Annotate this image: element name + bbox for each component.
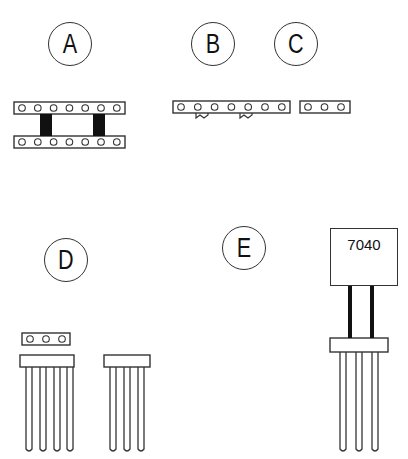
socket-hole bbox=[35, 139, 42, 146]
header-body bbox=[330, 338, 388, 352]
socket-hole bbox=[98, 139, 105, 146]
letter-circle: A bbox=[48, 22, 92, 66]
socket-hole bbox=[338, 104, 345, 111]
socket-hole bbox=[245, 104, 252, 111]
part-letter: C bbox=[288, 31, 304, 58]
component-lead bbox=[370, 286, 374, 338]
socket-hole bbox=[262, 104, 269, 111]
socket-hole bbox=[114, 105, 121, 112]
socket-hole bbox=[279, 104, 286, 111]
header-pin bbox=[340, 352, 346, 451]
socket-hole bbox=[114, 139, 121, 146]
break-notch bbox=[196, 113, 252, 118]
header-body bbox=[104, 355, 150, 367]
socket-hole bbox=[19, 139, 26, 146]
header-pin bbox=[67, 367, 73, 451]
socket-strip bbox=[14, 102, 125, 114]
part-number: 7040 bbox=[347, 237, 380, 252]
socket-hole bbox=[195, 104, 202, 111]
part-letter: E bbox=[237, 235, 251, 262]
socket-strip bbox=[300, 101, 350, 113]
socket-strip bbox=[22, 333, 70, 345]
socket-hole bbox=[19, 105, 26, 112]
part-letter: A bbox=[63, 31, 77, 58]
letter-circle: C bbox=[274, 22, 318, 66]
socket-hole bbox=[66, 139, 73, 146]
header-pin bbox=[110, 367, 116, 451]
header-pin bbox=[356, 352, 362, 451]
jumper-bar bbox=[93, 114, 105, 136]
socket-hole bbox=[211, 104, 218, 111]
socket-hole bbox=[98, 105, 105, 112]
header-pin bbox=[138, 367, 144, 451]
letter-circle: E bbox=[222, 226, 266, 270]
letter-circle: D bbox=[44, 238, 88, 282]
component-lead bbox=[348, 286, 352, 338]
socket-hole bbox=[50, 105, 57, 112]
header-pin bbox=[372, 352, 378, 451]
jumper-bar bbox=[40, 114, 52, 136]
socket-hole bbox=[305, 104, 312, 111]
socket-hole bbox=[27, 336, 34, 343]
header-pin bbox=[124, 367, 130, 451]
letter-circle: B bbox=[191, 22, 235, 66]
header-body bbox=[20, 355, 74, 367]
socket-hole bbox=[59, 336, 66, 343]
part-letter: B bbox=[206, 31, 220, 58]
socket-hole bbox=[178, 104, 185, 111]
part-letter: D bbox=[58, 247, 74, 274]
header-pin bbox=[54, 367, 60, 451]
socket-hole bbox=[66, 105, 73, 112]
socket-hole bbox=[82, 105, 89, 112]
socket-strip bbox=[173, 101, 290, 113]
socket-hole bbox=[35, 105, 42, 112]
socket-hole bbox=[82, 139, 89, 146]
component-box: 7040 bbox=[330, 228, 398, 286]
socket-hole bbox=[228, 104, 235, 111]
socket-hole bbox=[43, 336, 50, 343]
socket-strip bbox=[14, 136, 125, 148]
socket-hole bbox=[50, 139, 57, 146]
socket-hole bbox=[321, 104, 328, 111]
header-pin bbox=[40, 367, 46, 451]
header-pin bbox=[26, 367, 32, 451]
